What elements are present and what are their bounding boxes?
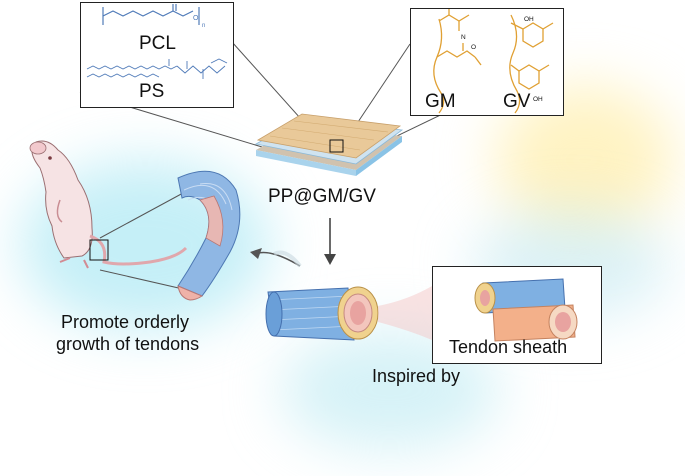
svg-text:OH: OH	[533, 96, 543, 103]
ps-structure	[86, 58, 228, 79]
tendon-sheath-inset: Tendon sheath	[432, 266, 602, 364]
gv-label: GV	[503, 91, 531, 112]
svg-text:O: O	[471, 44, 476, 51]
gm-label: GM	[425, 91, 456, 112]
outcome-caption-line2: growth of tendons	[56, 334, 200, 354]
pcl-label: PCL	[139, 33, 176, 54]
tendon-sheath-drawing	[474, 278, 578, 342]
svg-text:OH: OH	[524, 16, 534, 23]
inspired-by-label: Inspired by	[372, 366, 461, 386]
svg-text:n: n	[202, 23, 205, 29]
gm-structure	[433, 7, 482, 114]
outcome-caption-line1: Promote orderly	[61, 312, 190, 332]
tendon-sheath-label: Tendon sheath	[449, 337, 568, 357]
polymer-chains-box: O n PCL PS	[80, 2, 234, 108]
modifier-monomers-box: OH OH N O GM GV	[410, 7, 564, 116]
pcl-structure	[102, 4, 200, 25]
svg-text:N: N	[461, 34, 466, 41]
polymer-structures: O n	[86, 4, 228, 79]
svg-text:O: O	[193, 15, 199, 22]
monomer-structures: OH OH N O	[433, 7, 554, 114]
gv-structure	[509, 14, 554, 114]
membrane-label: PP@GM/GV	[268, 186, 376, 207]
ps-label: PS	[139, 81, 165, 102]
